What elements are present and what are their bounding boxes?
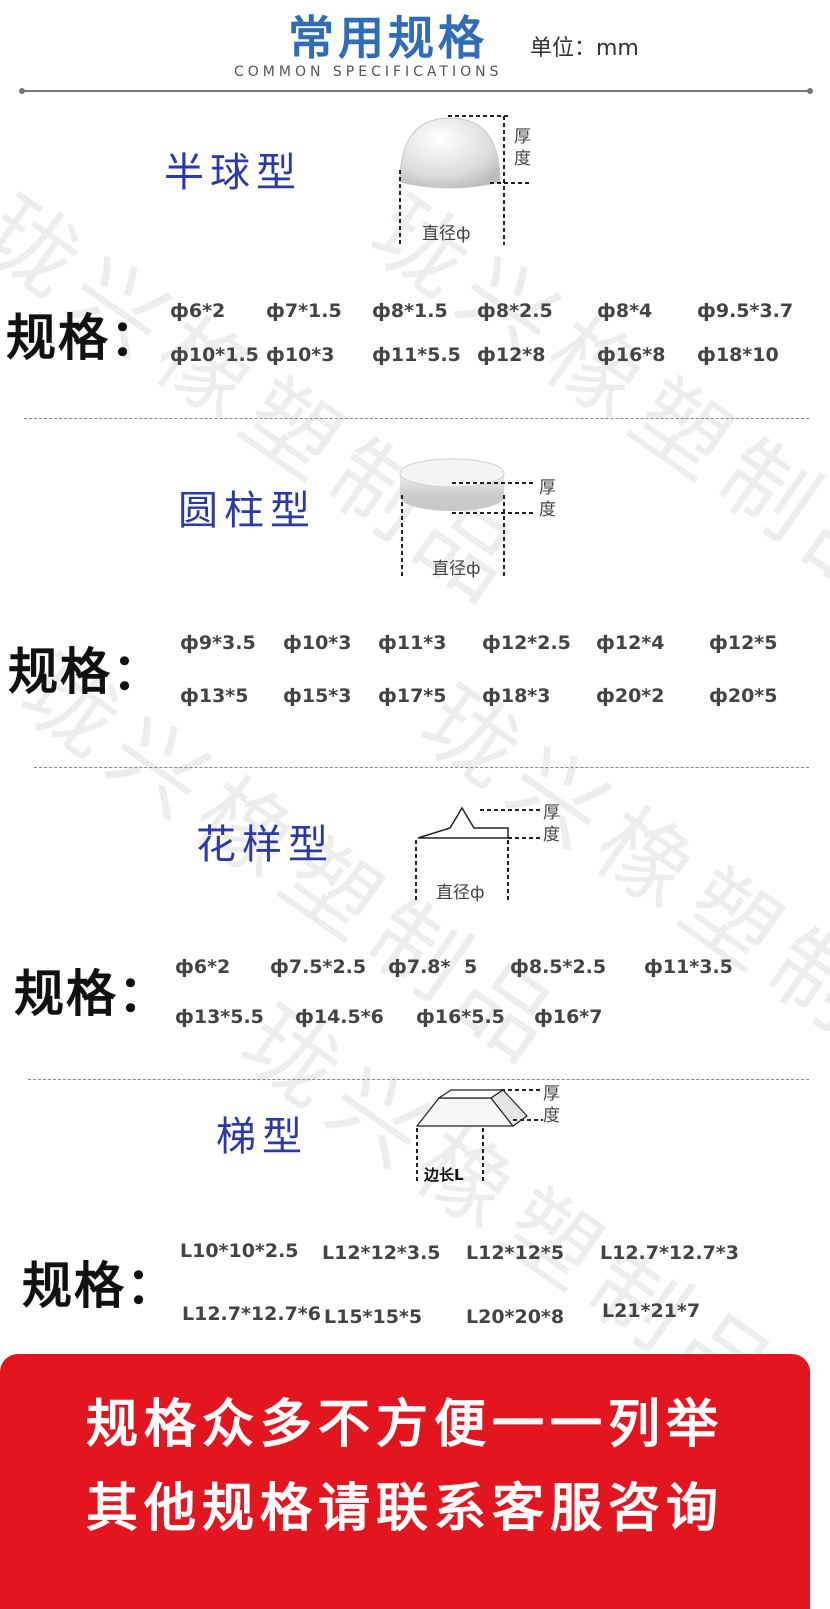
- spec-item: ф11*3.5: [644, 956, 733, 978]
- unit-label: 单位：mm: [530, 36, 639, 61]
- section-divider: [24, 418, 809, 419]
- spec-item: ф12*5: [709, 632, 778, 654]
- spec-item: ф14.5*6: [295, 1006, 384, 1028]
- spec-item: ф9.5*3.7: [697, 300, 794, 322]
- thickness-label: 厚度: [539, 478, 556, 520]
- spec-item: ф16*5.5: [416, 1006, 505, 1028]
- section-divider: [34, 767, 809, 768]
- notice-line-1: 规格众多不方便一一列举: [85, 1394, 724, 1455]
- spec-item: L20*20*8: [466, 1306, 565, 1328]
- spec-item: ф16*7: [534, 1006, 603, 1028]
- spec-item: ф8*1.5: [372, 300, 448, 322]
- page-subtitle: COMMON SPECIFICATIONS: [234, 64, 503, 80]
- spec-item: ф10*3: [266, 344, 335, 366]
- spec-item: ф6*2: [175, 956, 231, 978]
- spec-item: ф10*1.5: [170, 344, 259, 366]
- spec-item: ф8.5*2.5: [510, 956, 607, 978]
- thickness-label: 厚度: [514, 127, 531, 169]
- header-divider: [19, 88, 813, 94]
- spec-item: ф15*3: [283, 685, 352, 707]
- spec-item: ф16*8: [597, 344, 666, 366]
- spec-label: 规格：: [6, 308, 162, 367]
- spec-item: ф12*4: [596, 632, 665, 654]
- spec-item: ф12*2.5: [482, 632, 571, 654]
- notice-banner: 规格众多不方便一一列举 其他规格请联系客服咨询: [0, 1354, 810, 1609]
- spec-item: L12*12*5: [466, 1242, 565, 1264]
- spec-item: ф13*5: [180, 685, 249, 707]
- spec-item: L10*10*2.5: [180, 1240, 299, 1262]
- type-name-trapezoid: 梯型: [216, 1114, 308, 1160]
- spec-item: ф18*10: [697, 344, 779, 366]
- cylinder-diagram: [399, 458, 536, 577]
- spec-item: ф8*2.5: [477, 300, 553, 322]
- notice-line-2: 其他规格请联系客服咨询: [85, 1478, 724, 1539]
- diameter-label: 直径ф: [436, 883, 485, 903]
- thickness-label: 厚度: [543, 803, 560, 845]
- hemisphere-diagram: [399, 115, 530, 245]
- spec-item: L12.7*12.7*3: [600, 1242, 739, 1264]
- spec-label: 规格：: [8, 642, 164, 701]
- spec-item: ф13*5.5: [175, 1006, 264, 1028]
- spec-item: ф11*3: [378, 632, 447, 654]
- diameter-label: 直径ф: [422, 224, 471, 244]
- spec-item: ф20*2: [596, 685, 665, 707]
- pattern-diagram: [415, 806, 542, 900]
- spec-item: ф12*8: [477, 344, 546, 366]
- spec-item: ф6*2: [170, 300, 226, 322]
- spec-item: ф9*3.5: [180, 632, 256, 654]
- spec-item: ф20*5: [709, 685, 778, 707]
- spec-label: 规格：: [14, 964, 170, 1023]
- spec-item: L12.7*12.7*6: [182, 1303, 321, 1325]
- spec-item: ф17*5: [378, 685, 447, 707]
- side-length-label: 边长L: [424, 1166, 464, 1184]
- spec-item: ф7*1.5: [266, 300, 342, 322]
- spec-item: ф10*3: [283, 632, 352, 654]
- trapezoid-diagram: [415, 1089, 543, 1184]
- spec-item: ф18*3: [482, 685, 551, 707]
- thickness-label: 厚度: [543, 1084, 560, 1126]
- section-divider: [28, 1079, 809, 1080]
- spec-item: L12*12*3.5: [322, 1242, 441, 1264]
- spec-item: L21*21*7: [602, 1300, 701, 1322]
- spec-item: ф8*4: [597, 300, 653, 322]
- diameter-label: 直径ф: [432, 559, 481, 579]
- spec-label: 规格：: [22, 1256, 178, 1315]
- spec-item: L15*15*5: [324, 1306, 423, 1328]
- spec-item: ф11*5.5: [372, 344, 461, 366]
- page-title: 常用规格: [288, 11, 488, 65]
- type-name-cylinder: 圆柱型: [178, 488, 316, 534]
- spec-item: 5: [464, 956, 478, 978]
- spec-item: ф7.8*: [388, 956, 451, 978]
- type-name-pattern: 花样型: [196, 822, 334, 868]
- type-name-hemisphere: 半球型: [164, 150, 302, 196]
- spec-item: ф7.5*2.5: [270, 956, 367, 978]
